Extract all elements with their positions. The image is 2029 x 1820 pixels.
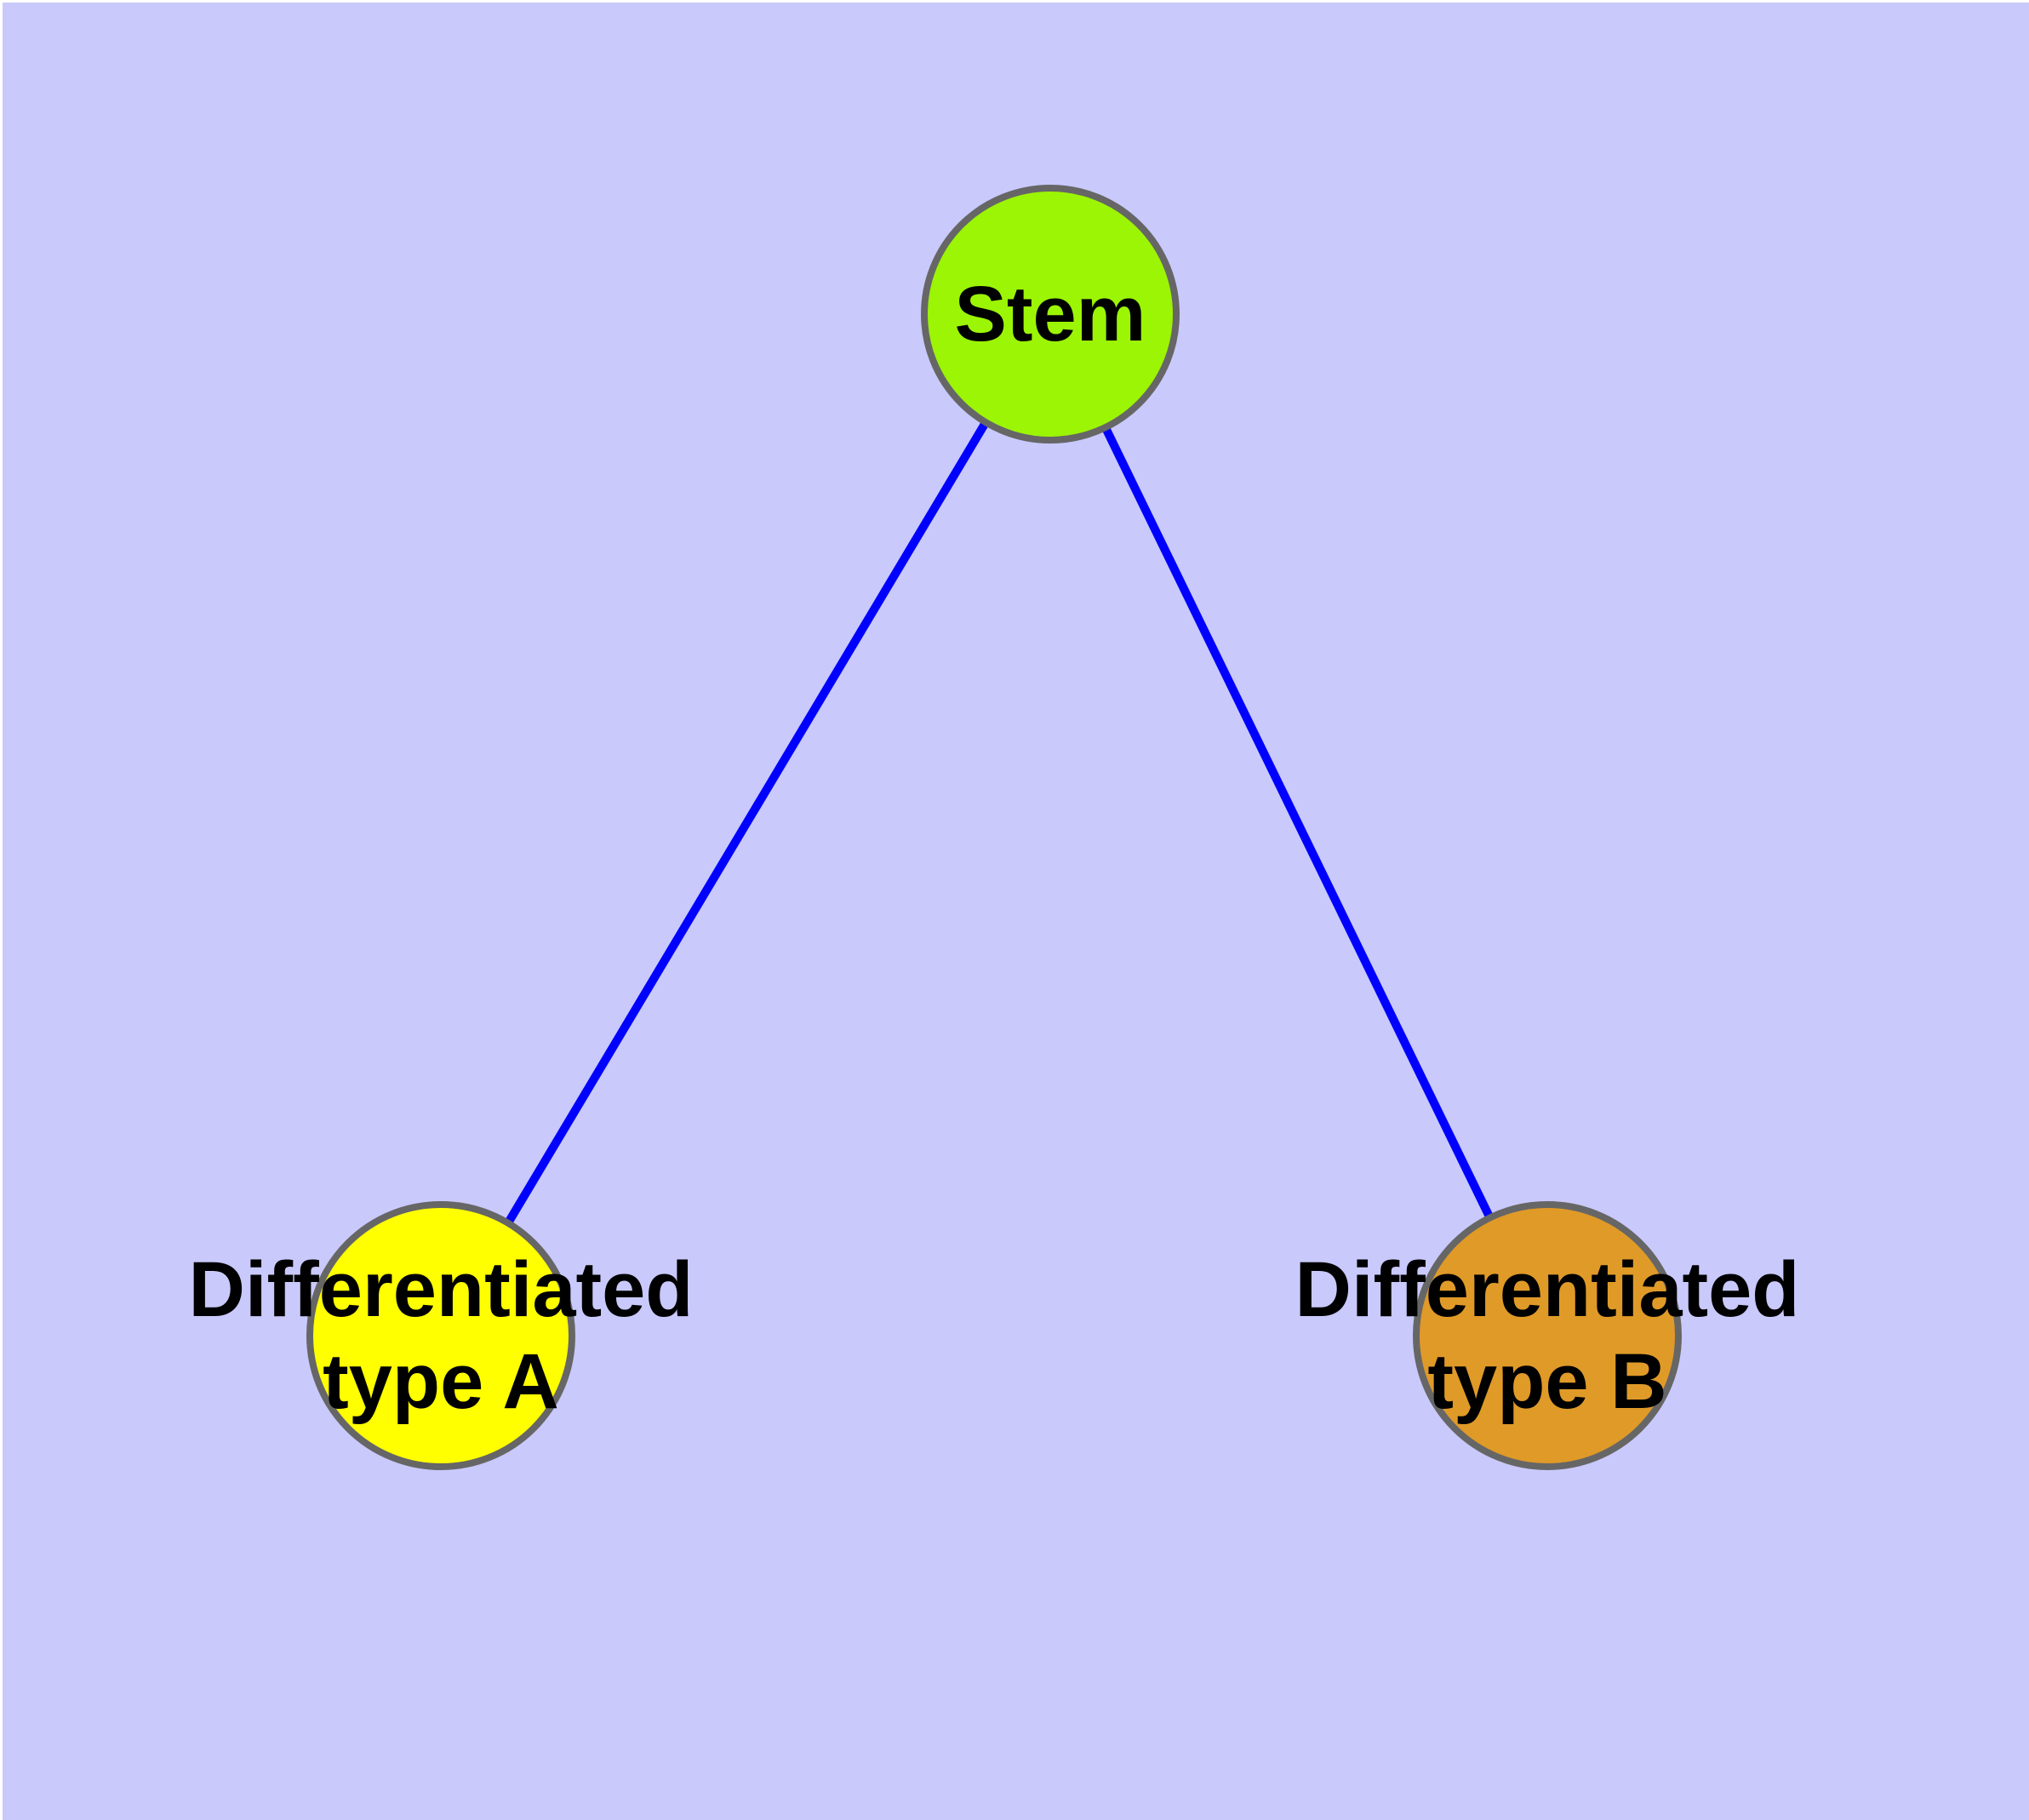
node-label-line: Differentiated [189, 1246, 694, 1333]
node-label-stem: Stem [955, 271, 1146, 358]
edge-stem-diff-b[interactable] [1046, 312, 1552, 1338]
nodes-layer [306, 185, 1682, 1470]
node-label-line: type A [323, 1338, 559, 1425]
edges-layer [437, 312, 1552, 1338]
node-diff_a[interactable] [306, 1201, 575, 1470]
node-label-line: Stem [955, 271, 1146, 358]
node-diff_b[interactable] [1413, 1201, 1682, 1470]
node-label-line: Differentiated [1295, 1246, 1800, 1333]
edge-stem-diff-a[interactable] [437, 312, 1055, 1338]
node-stem[interactable] [921, 185, 1180, 444]
node-label-line: type B [1427, 1338, 1666, 1425]
